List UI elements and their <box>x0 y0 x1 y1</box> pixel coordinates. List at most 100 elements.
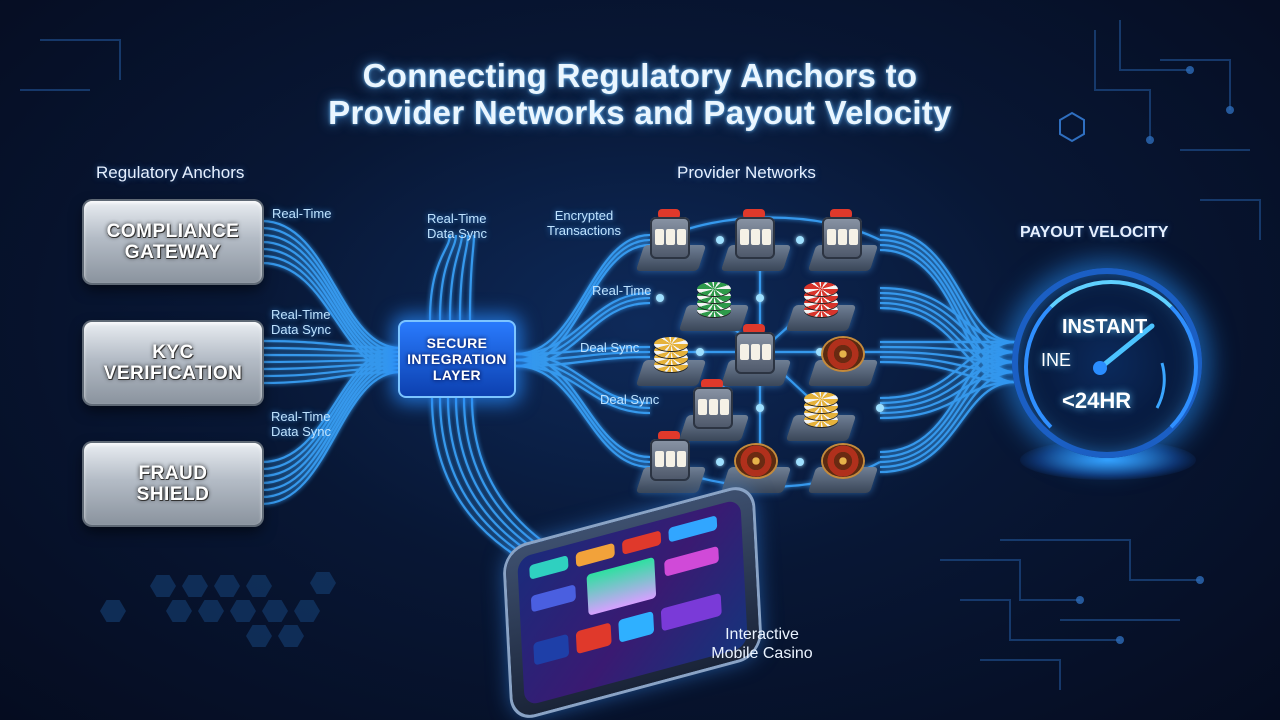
mobile-casino-label: Interactive Mobile Casino <box>697 625 827 663</box>
label-encrypted-line-1: Encrypted <box>554 208 614 223</box>
provider-gauge-line <box>879 370 1016 469</box>
gauge-instant: INSTANT <box>1062 316 1148 338</box>
anchor-flow-line <box>261 261 401 374</box>
label-hub-line-2: Data Sync <box>427 226 487 241</box>
label-encrypted-line-2: Transactions <box>547 223 621 238</box>
title-line-2: Provider Networks and Payout Velocity <box>328 94 952 131</box>
green-chips-icon <box>678 275 750 333</box>
hub-provider-line <box>515 352 651 405</box>
slot-machine-icon <box>720 324 792 388</box>
hub-provider-line <box>515 364 651 415</box>
anchor-2-line-2: VERIFICATION <box>103 363 243 384</box>
anchor-flow-line <box>261 350 401 471</box>
provider-gauge-line <box>879 301 1016 374</box>
hub-provider-line <box>515 243 651 368</box>
provider-gauge-line <box>879 350 1016 364</box>
hub-provider-line <box>515 345 651 356</box>
slot-machine-icon <box>720 209 792 273</box>
network-node-dot <box>876 404 884 412</box>
provider-gauge-line <box>879 340 1016 400</box>
network-node-dot <box>716 458 724 466</box>
roulette-wheel-icon <box>807 330 879 388</box>
gauge-needle <box>1093 323 1166 409</box>
roulette-wheel-icon <box>720 437 792 495</box>
provider-gauge-line <box>879 370 1016 415</box>
provider-gauge-line <box>879 360 1016 384</box>
anchor-1-line-1: COMPLIANCE <box>106 221 240 242</box>
anchor-flow-line <box>261 362 401 492</box>
provider-gauge-line <box>879 360 1016 464</box>
slot-machine-icon <box>807 209 879 273</box>
network-node-dot <box>816 348 824 356</box>
slot-machine-icon <box>635 431 707 495</box>
regulatory-anchors-label: Regulatory Anchors <box>96 163 245 182</box>
mobile-line-2: Mobile Casino <box>711 645 813 662</box>
anchor-flow-line <box>261 219 401 350</box>
kyc-verification-box: KYC VERIFICATION <box>84 322 262 404</box>
gauge-ring <box>1024 280 1198 454</box>
hub-line-3: LAYER <box>432 367 482 383</box>
network-node-dot <box>716 236 724 244</box>
network-node-dot <box>796 458 804 466</box>
provider-gauge-line <box>879 350 1016 405</box>
gauge-hours: <24HR <box>1062 388 1132 413</box>
hub-provider-line <box>515 233 651 356</box>
payout-velocity-label: PAYOUT VELOCITY <box>1020 224 1169 241</box>
compliance-gateway-box: COMPLIANCE GATEWAY <box>84 201 262 283</box>
slot-machine-icon <box>678 379 750 443</box>
provider-gauge-line <box>879 238 1016 364</box>
label-provider-2: Deal Sync <box>580 340 640 355</box>
hub-provider-line <box>515 358 651 464</box>
provider-networks-label: Provider Networks <box>677 163 816 182</box>
provider-gauge-line <box>879 350 1016 459</box>
hub-provider-line <box>515 291 651 356</box>
hub-provider-line <box>515 352 651 459</box>
network-node-dot <box>756 404 764 412</box>
roulette-wheel-icon <box>807 437 879 495</box>
hub-provider-line <box>515 364 651 469</box>
hub-provider-line <box>515 358 651 410</box>
network-node-dot <box>796 236 804 244</box>
anchor-1-line-2: GATEWAY <box>124 242 222 263</box>
hub-line-1: SECURE <box>426 335 488 351</box>
provider-gauge-line <box>879 296 1016 364</box>
provider-gauge-line <box>879 228 1016 344</box>
label-provider-1: Real-Time <box>592 283 652 298</box>
anchor-flow-line <box>261 358 401 485</box>
gold-chips-icon <box>635 330 707 388</box>
hub-up-line <box>428 234 452 321</box>
label-anchor-1: Real-Time <box>272 206 332 221</box>
label-anchor-3-line-2: Data Sync <box>271 424 331 439</box>
provider-gauge-line <box>879 355 1016 374</box>
red-chips-icon <box>785 275 857 333</box>
provider-gauge-line <box>879 291 1016 354</box>
anchor-flow-line <box>261 346 401 464</box>
hub-line-2: INTEGRATION <box>407 351 507 367</box>
network-node-dot <box>656 294 664 302</box>
hub-up-line <box>448 234 464 321</box>
hub-up-line <box>438 234 458 321</box>
anchor-flow-line <box>261 339 401 350</box>
anchor-flow-line <box>261 370 401 506</box>
provider-gauge-line <box>879 306 1016 384</box>
anchor-flow-line <box>261 366 401 499</box>
mobile-line-1: Interactive <box>725 626 799 643</box>
provider-gauge-line <box>879 286 1016 344</box>
label-anchor-2: Real-Time Data Sync <box>271 307 331 337</box>
label-anchor-3: Real-Time Data Sync <box>271 409 331 439</box>
label-anchor-3-line-1: Real-Time <box>271 409 331 424</box>
title-line-1: Connecting Regulatory Anchors to <box>362 57 918 94</box>
anchor-2-line-1: KYC <box>152 342 194 363</box>
provider-gauge-line <box>879 380 1016 474</box>
provider-gauge-line <box>879 360 1016 410</box>
hub-provider-line <box>515 355 651 368</box>
fraud-shield-box: FRAUD SHIELD <box>84 443 262 525</box>
label-anchor-2-line-1: Real-Time <box>271 307 331 322</box>
gold-chips-icon <box>785 385 857 443</box>
hub-up-line <box>468 234 476 321</box>
network-node-dot <box>696 348 704 356</box>
label-anchor-2-line-2: Data Sync <box>271 322 331 337</box>
provider-gauge-line <box>879 340 1016 454</box>
anchor-3-line-1: FRAUD <box>138 463 208 484</box>
anchor-flow-line <box>261 354 401 478</box>
